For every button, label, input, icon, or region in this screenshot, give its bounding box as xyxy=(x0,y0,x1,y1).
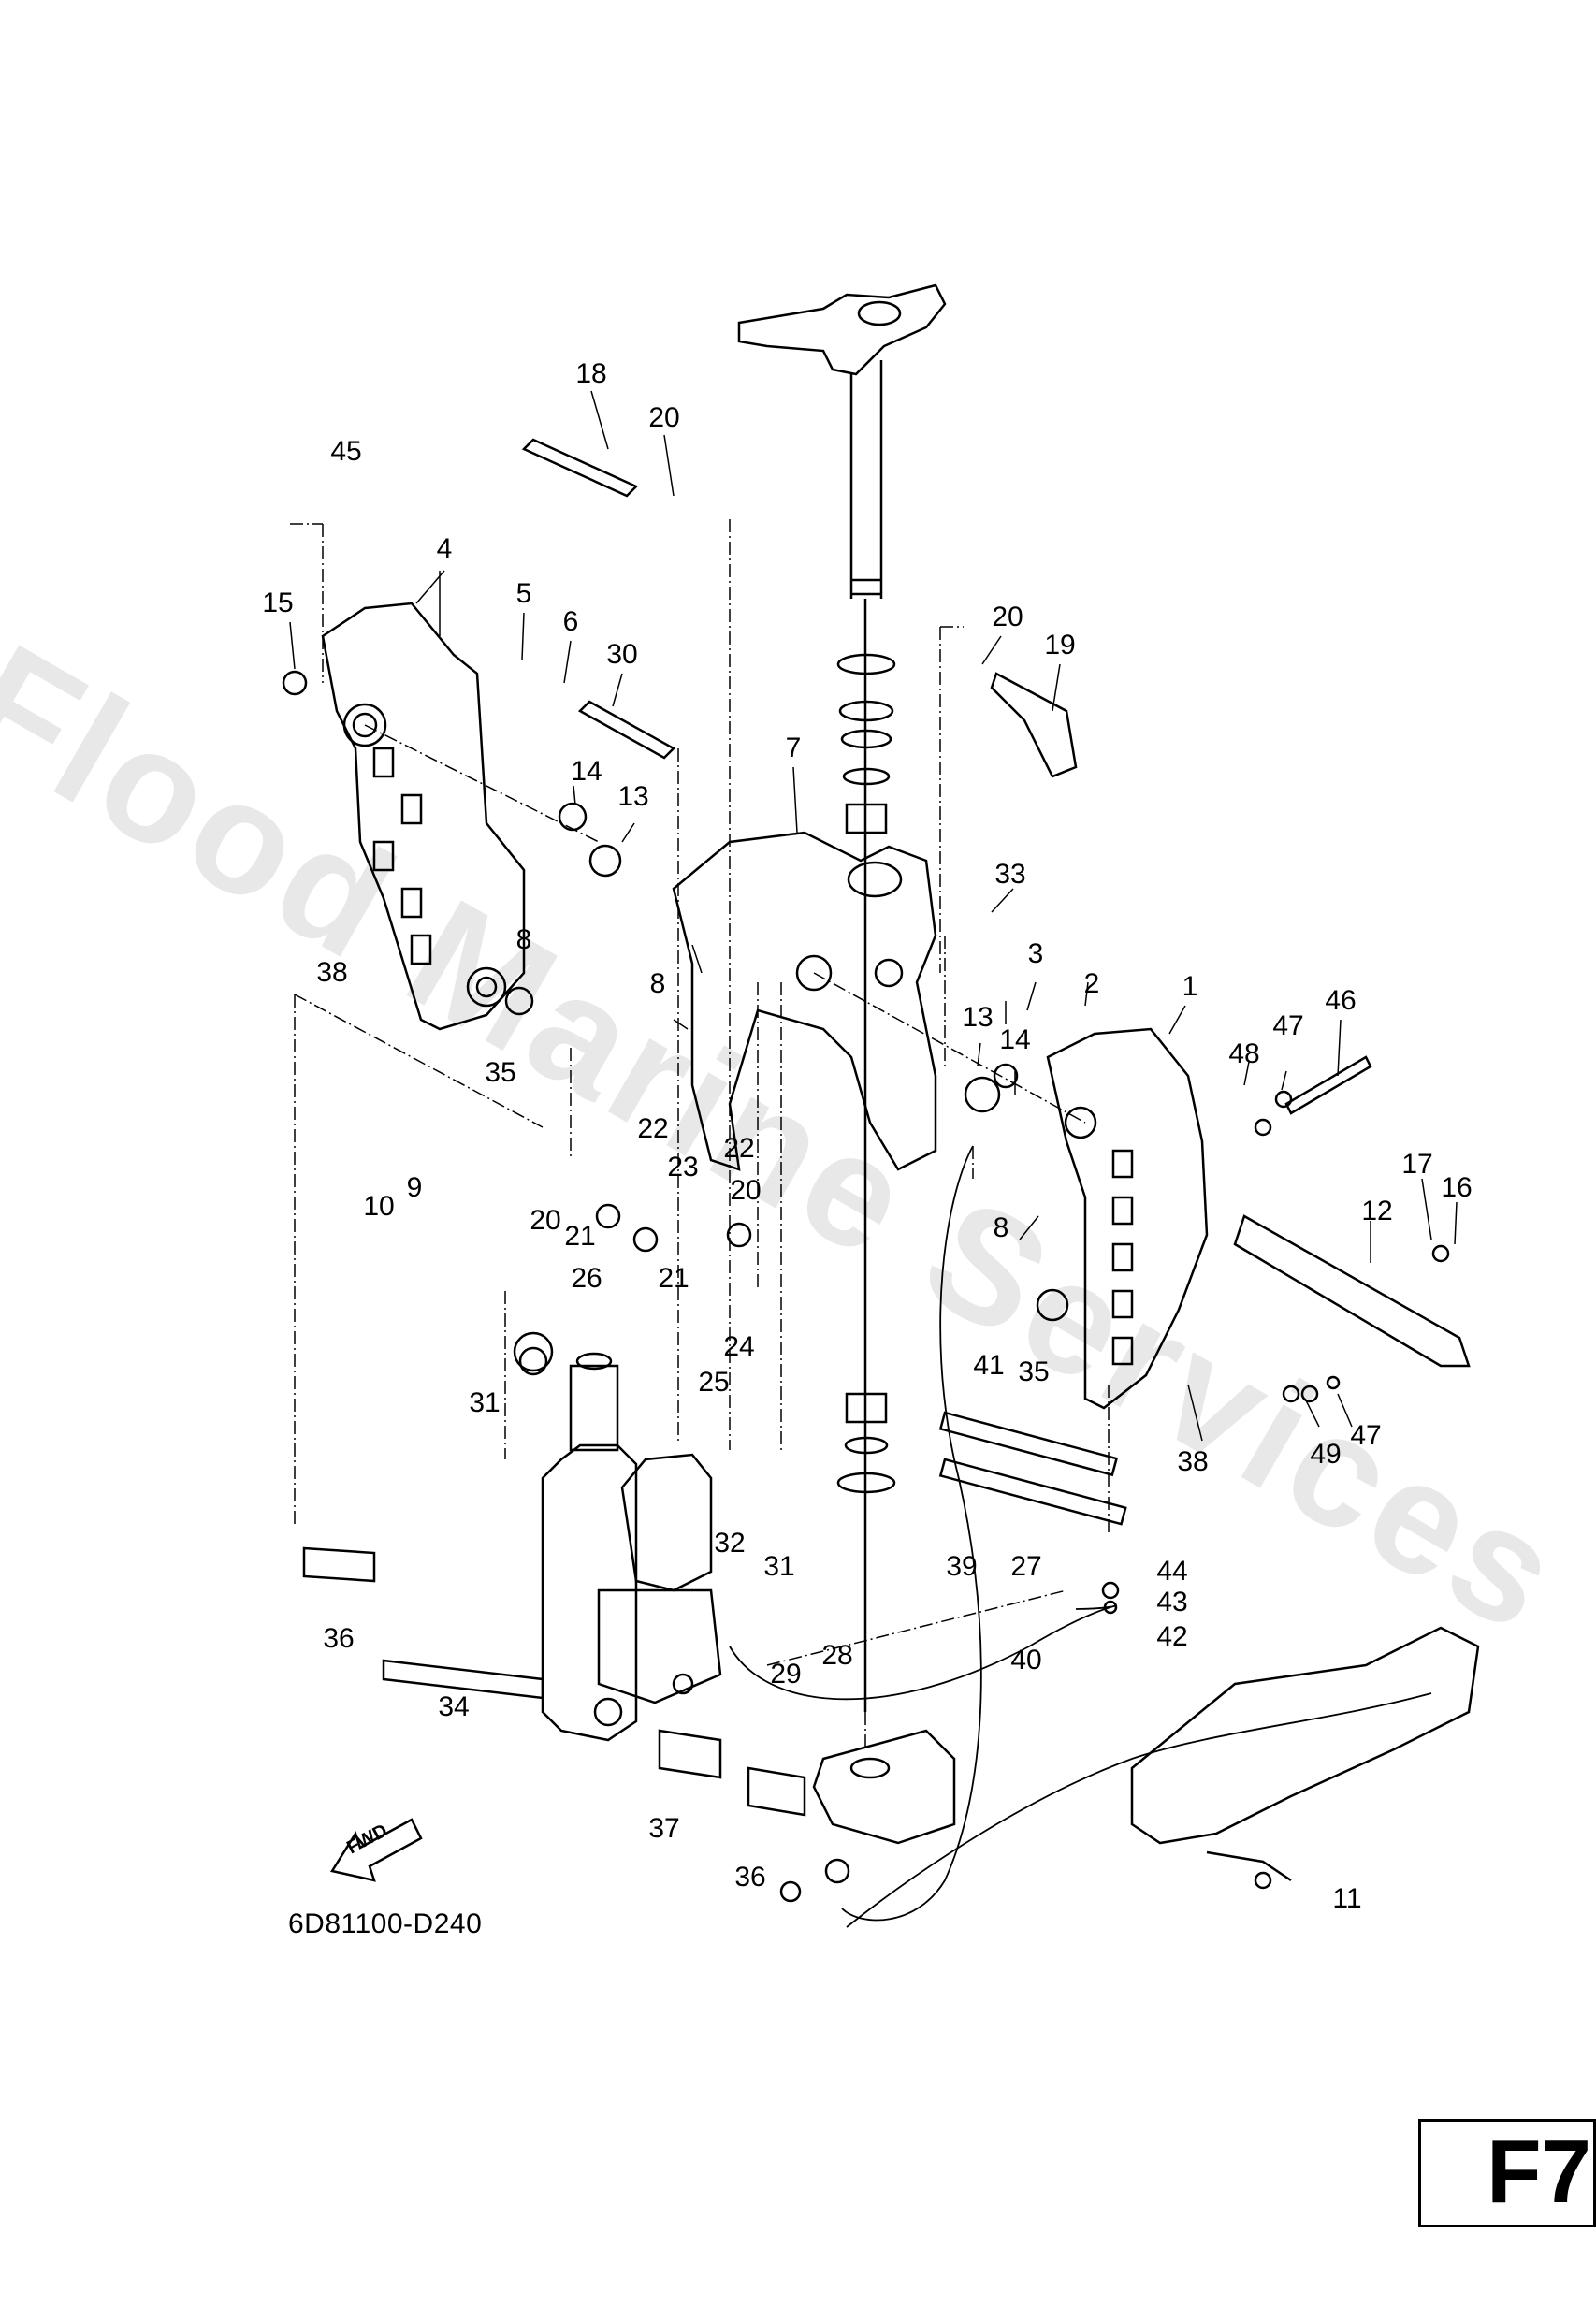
callout-33: 33 xyxy=(994,859,1026,890)
callout-8: 8 xyxy=(993,1212,1009,1243)
callout-30: 30 xyxy=(606,639,638,670)
callout-38: 38 xyxy=(316,957,348,988)
callout-18: 18 xyxy=(575,358,607,389)
callout-2: 2 xyxy=(1083,968,1100,999)
pins xyxy=(302,438,1471,1817)
callout-48: 48 xyxy=(1228,1038,1260,1069)
callout-42: 42 xyxy=(1156,1621,1188,1652)
callout-21: 21 xyxy=(658,1263,689,1294)
callout-14: 14 xyxy=(571,756,602,787)
steering-arm xyxy=(737,283,947,1712)
diagram-code: 6D81100-D240 xyxy=(288,1908,483,1939)
callout-49: 49 xyxy=(1310,1439,1342,1470)
callout-34: 34 xyxy=(438,1691,470,1722)
callout-19: 19 xyxy=(1044,630,1076,660)
callout-20: 20 xyxy=(992,602,1023,632)
callout-22: 22 xyxy=(637,1113,669,1144)
callout-15: 15 xyxy=(262,588,294,618)
power-trim-unit xyxy=(541,1352,722,1742)
callout-4: 4 xyxy=(436,533,453,564)
callout-28: 28 xyxy=(821,1640,853,1671)
callout-47: 47 xyxy=(1272,1010,1304,1041)
callout-16: 16 xyxy=(1441,1172,1473,1203)
callout-27: 27 xyxy=(1010,1551,1042,1582)
callout-5: 5 xyxy=(515,578,532,609)
callout-8: 8 xyxy=(649,968,666,999)
left-clamp-bracket xyxy=(321,602,526,1031)
right-clamp-bracket xyxy=(1046,1027,1209,1410)
callout-35: 35 xyxy=(485,1057,516,1088)
callout-41: 41 xyxy=(973,1350,1005,1381)
callout-47: 47 xyxy=(1350,1420,1382,1451)
callout-32: 32 xyxy=(714,1528,746,1559)
swivel-bracket xyxy=(672,831,937,1171)
callout-25: 25 xyxy=(698,1367,730,1398)
callout-46: 46 xyxy=(1325,985,1357,1016)
callout-40: 40 xyxy=(1010,1645,1042,1675)
callout-6: 6 xyxy=(562,606,579,637)
callout-35: 35 xyxy=(1018,1356,1050,1387)
callout-39: 39 xyxy=(946,1551,978,1582)
callout-29: 29 xyxy=(770,1659,802,1690)
callout-13: 13 xyxy=(962,1002,994,1033)
callout-12: 12 xyxy=(1361,1196,1393,1226)
callout-43: 43 xyxy=(1156,1587,1188,1617)
callout-11: 11 xyxy=(1332,1883,1362,1914)
shaft-bearings xyxy=(836,653,896,1494)
callout-10: 10 xyxy=(363,1191,395,1222)
callout-20: 20 xyxy=(648,402,680,433)
callout-13: 13 xyxy=(617,781,649,812)
page-id: F7 xyxy=(1487,2122,1592,2222)
callout-24: 24 xyxy=(723,1331,755,1362)
callout-20: 20 xyxy=(730,1175,762,1206)
callout-8: 8 xyxy=(515,924,532,955)
callout-3: 3 xyxy=(1027,938,1044,969)
callout-14: 14 xyxy=(999,1024,1031,1055)
callout-1: 1 xyxy=(1182,971,1198,1002)
callout-31: 31 xyxy=(469,1387,501,1418)
callout-44: 44 xyxy=(1156,1556,1188,1587)
callout-21: 21 xyxy=(564,1221,596,1252)
callout-37: 37 xyxy=(648,1813,680,1844)
callout-36: 36 xyxy=(323,1623,355,1654)
page-id-box: F7 xyxy=(1418,2119,1596,2227)
callout-23: 23 xyxy=(667,1152,699,1182)
callout-38: 38 xyxy=(1177,1446,1209,1477)
callout-22: 22 xyxy=(723,1133,755,1164)
callout-36: 36 xyxy=(734,1862,766,1893)
callout-31: 31 xyxy=(763,1551,795,1582)
callout-45: 45 xyxy=(330,436,362,467)
lower-mount xyxy=(812,1626,1480,1882)
fasteners xyxy=(282,670,1450,1903)
fwd-arrow xyxy=(330,1818,423,1882)
callout-20: 20 xyxy=(530,1205,561,1236)
callout-17: 17 xyxy=(1401,1149,1433,1180)
callout-7: 7 xyxy=(785,733,802,763)
callout-26: 26 xyxy=(571,1263,602,1294)
callout-9: 9 xyxy=(406,1172,423,1203)
